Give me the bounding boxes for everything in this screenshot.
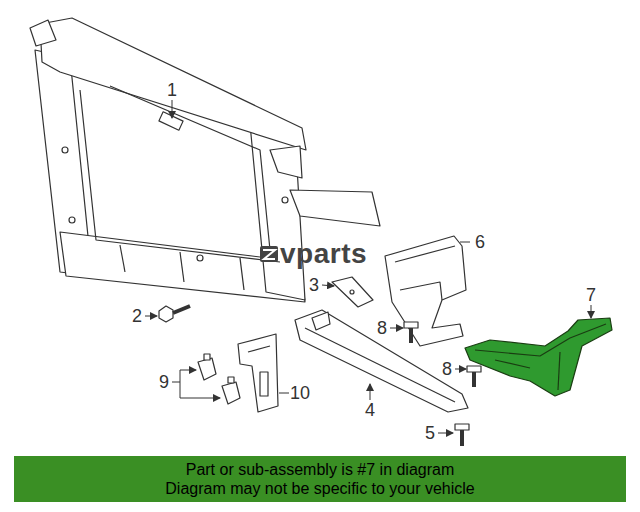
other-parts [159, 236, 481, 446]
leader-lines [145, 100, 591, 433]
callout-number: 9 [159, 373, 169, 391]
callout-number: 6 [475, 233, 485, 251]
notice-band: Part or sub-assembly is #7 in diagramDia… [14, 456, 626, 502]
callout-number: 5 [425, 424, 435, 442]
notice-text: Diagram may not be specific to your vehi… [165, 479, 474, 498]
watermark: vparts [280, 240, 367, 268]
callout-number: 8 [377, 319, 387, 337]
highlighted-part-7 [465, 318, 612, 396]
callout-number: 1 [167, 81, 177, 99]
callout-number: 3 [309, 276, 319, 294]
watermark-icon [260, 246, 278, 262]
callout-number: 7 [586, 286, 596, 304]
callout-number: 4 [365, 401, 375, 419]
notice-text: Part or sub-assembly is #7 in diagram [186, 460, 455, 479]
callout-number: 2 [132, 307, 142, 325]
radiator-support [30, 18, 380, 302]
callout-number: 10 [290, 384, 310, 402]
callout-number: 8 [442, 360, 452, 378]
